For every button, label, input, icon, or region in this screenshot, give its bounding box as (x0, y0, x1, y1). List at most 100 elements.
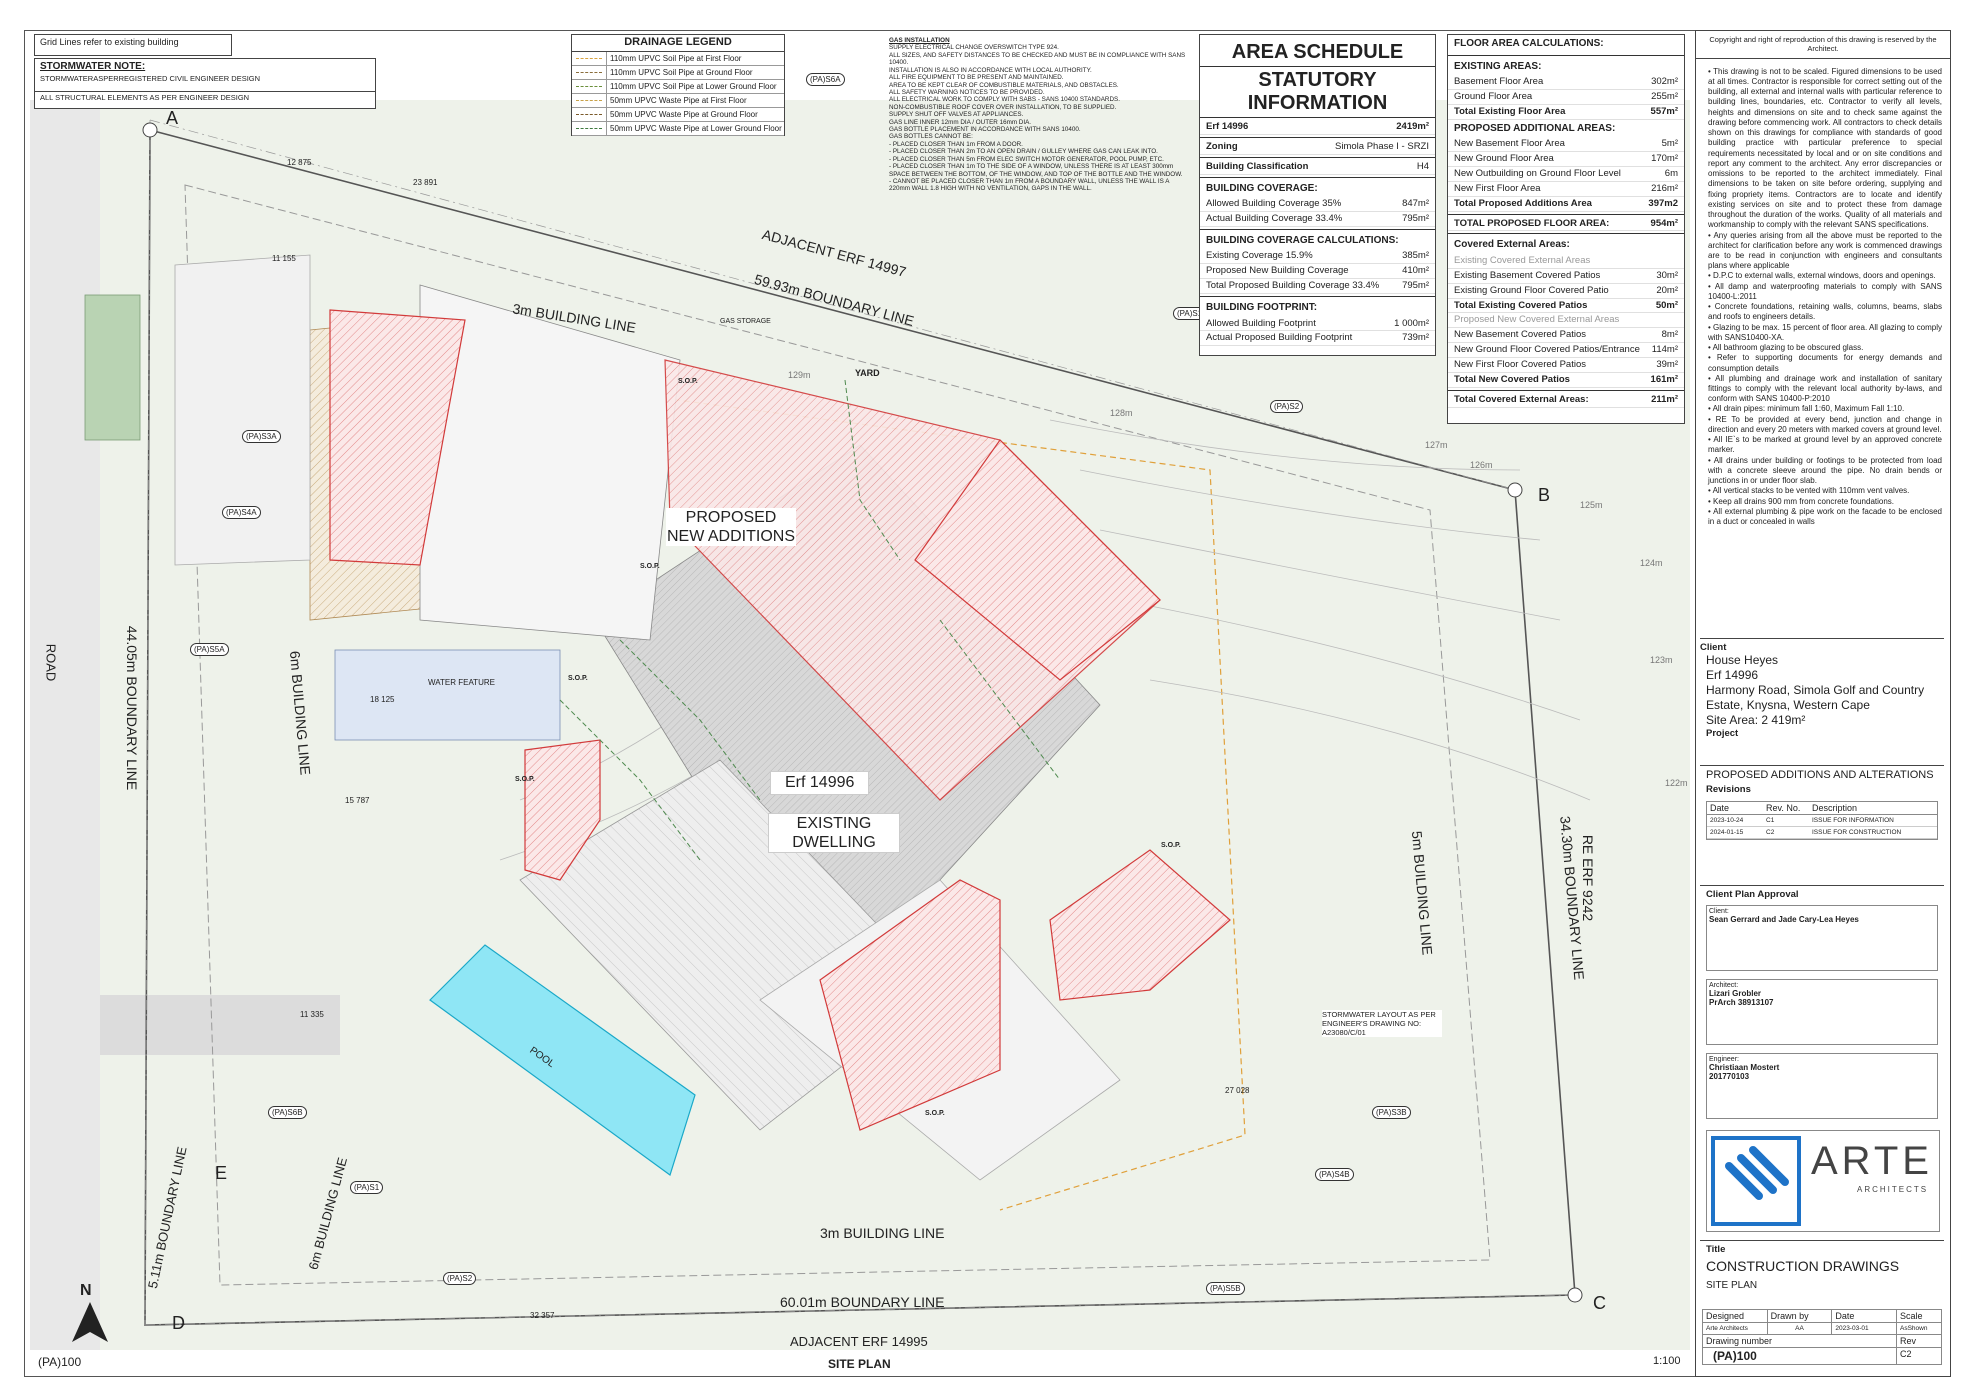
drawn-label: Drawn by (1768, 1310, 1833, 1322)
grid-letter-c: C (1593, 1293, 1606, 1313)
revision-number: C2 (1766, 829, 1775, 836)
view-tag[interactable]: (PA)S4A (222, 506, 261, 519)
proposed-addition-west (524, 739, 601, 881)
view-tag[interactable]: (PA)S3B (1372, 1106, 1411, 1119)
drainage-legend-title: DRAINAGE LEGEND (572, 35, 784, 52)
gas-note-line: - PLACED CLOSER THAN 2m TO AN OPEN DRAIN… (889, 148, 1158, 156)
view-tag[interactable]: (PA)S1 (1173, 307, 1207, 320)
covered-new-row-value: 114m² (1651, 344, 1678, 356)
gas-note-line: - CANNOT BE PLACED CLOSER THAN 1m FROM A… (889, 178, 1170, 193)
floor-area-title: FLOOR AREA CALCULATIONS: (1454, 38, 1604, 49)
approval-label: Client Plan Approval (1700, 885, 1944, 903)
drawing-title-section: Title CONSTRUCTION DRAWINGS SITE PLAN (1700, 1240, 1944, 1297)
sop-marker: S.O.P. (515, 776, 535, 783)
view-tag[interactable]: (PA)S2 (443, 1272, 477, 1285)
rev-value: C2 (1900, 1349, 1912, 1359)
covered-existing-row-label: Existing Ground Floor Covered Patio (1454, 284, 1609, 296)
covered-existing-total-value: 50m² (1655, 299, 1678, 311)
drawing-number-value: (PA)100 (1703, 1348, 1897, 1364)
grid-circles (142, 122, 1583, 1303)
sop-marker: S.O.P. (568, 675, 588, 682)
view-tag[interactable]: (PA)S6A (806, 73, 845, 86)
revisions-label: Revisions (1706, 784, 1751, 795)
proposed-area-row-value: 216m² (1651, 182, 1678, 194)
gas-note-line: ALL SIZES, AND SAFETY DISTANCES TO BE CH… (889, 51, 1186, 67)
general-note: • All drains under building or footings … (1708, 455, 1942, 486)
coverage-calc-row: Existing Coverage 15.9%385m² (1200, 249, 1435, 265)
rev-header-date: Date (1710, 803, 1730, 813)
sop-marker: S.O.P. (640, 563, 660, 570)
view-tag[interactable]: (PA)S4B (1315, 1168, 1354, 1181)
legend-item-label: 50mm UPVC Waste Pipe at Lower Ground Flo… (606, 121, 782, 135)
sop-marker: S.O.P. (925, 1110, 945, 1117)
legend-item-label: 50mm UPVC Waste Pipe at First Floor (606, 93, 747, 107)
covered-grand-total-label: Total Covered External Areas: (1454, 393, 1589, 405)
existing-area-row-label: Ground Floor Area (1454, 90, 1533, 102)
gas-note-line: - PLACED CLOSER THAN 1m TO THE SIDE OF A… (889, 163, 1183, 178)
covered-new-row-label: New First Floor Covered Patios (1454, 359, 1586, 370)
client-approval-section: Client Plan Approval Client: Sean Gerrar… (1700, 885, 1944, 1119)
scale-label: Scale (1900, 1311, 1923, 1321)
engineer-registration: 201770103 (1709, 1072, 1750, 1081)
existing-area-row-label: Basement Floor Area (1454, 76, 1544, 87)
floor-area-calculations: FLOOR AREA CALCULATIONS: EXISTING AREAS:… (1447, 34, 1685, 424)
revisions-header: Date Rev. No. Description (1707, 802, 1937, 815)
general-note: • This drawing is not to be scaled. Figu… (1708, 66, 1942, 230)
view-tag[interactable]: (PA)S1 (350, 1181, 384, 1194)
view-tag[interactable]: (PA)S2 (1270, 400, 1304, 413)
dimension: 11 155 (272, 254, 296, 263)
existing-total-value: 557m² (1650, 105, 1678, 117)
adjacent-erf-bottom: ADJACENT ERF 14995 (790, 1334, 928, 1349)
copyright-note: Copyright and right of reproduction of t… (1696, 31, 1950, 59)
grid-letter-a: A (166, 108, 179, 128)
contour-label: 126m (1470, 460, 1493, 470)
client-name: House Heyes (1706, 653, 1779, 667)
proposed-addition-east (914, 439, 1161, 681)
gas-note-line: - PLACED CLOSER THAN 1m FROM A DOOR. (889, 140, 1023, 148)
proposed-area-row-label: New Basement Floor Area (1454, 138, 1565, 150)
rev-header-number: Rev. No. (1766, 803, 1801, 813)
general-note: • All vertical stacks to be vented with … (1708, 486, 1910, 496)
view-tag[interactable]: (PA)S3A (242, 430, 281, 443)
gas-installation-lines: SUPPLY ELECTRICAL CHANGE OVERSWITCH TYPE… (889, 44, 1189, 192)
general-note: • Glazing to be max. 15 percent of floor… (1708, 322, 1942, 342)
proposed-text: PROPOSED (685, 509, 777, 526)
covered-grand-total-row: Total Covered External Areas:211m² (1448, 393, 1684, 408)
erf-label: Erf 14996 (770, 771, 870, 795)
legend-line-swatch (576, 57, 602, 59)
legend-line-swatch (576, 85, 602, 87)
covered-new-row-value: 8m² (1661, 329, 1678, 341)
general-note: • Refer to supporting documents for ener… (1708, 353, 1942, 373)
area-schedule-title: AREA SCHEDULE (1231, 41, 1404, 63)
proposed-label: PROPOSED NEW ADDITIONS (666, 508, 796, 547)
footprint-row-label: Allowed Building Footprint (1206, 317, 1316, 329)
legend-line-swatch (576, 113, 602, 115)
drawing-details-table: Designed Drawn by Date Scale Arte Archit… (1702, 1309, 1942, 1365)
contour-label: 127m (1425, 440, 1448, 450)
view-tag[interactable]: (PA)S5A (190, 643, 229, 656)
drawing-number-header: Drawing number Rev (1702, 1335, 1942, 1348)
coverage-row-value: 847m² (1402, 198, 1429, 210)
view-tag[interactable]: (PA)S6B (268, 1106, 307, 1119)
contour-label: 129m (788, 370, 811, 380)
building-line-bottom: 3m BUILDING LINE (820, 1225, 945, 1241)
boundary-bottom: 60.01m BOUNDARY LINE (780, 1294, 945, 1310)
dimension: 12 875 (287, 158, 312, 167)
building-line (184, 184, 1491, 1286)
existing-areas-title: EXISTING AREAS: (1454, 60, 1542, 72)
information-title: INFORMATION (1247, 92, 1388, 114)
architect-registration: PrArch 38913107 (1709, 998, 1774, 1007)
engineer-label: Engineer: (1709, 1056, 1739, 1063)
proposed-addition-southwest (819, 879, 1001, 1131)
stormwater-note: STORMWATER NOTE: STORMWATERASPERREGISTER… (34, 58, 376, 92)
view-tag[interactable]: (PA)S5B (1206, 1282, 1245, 1295)
